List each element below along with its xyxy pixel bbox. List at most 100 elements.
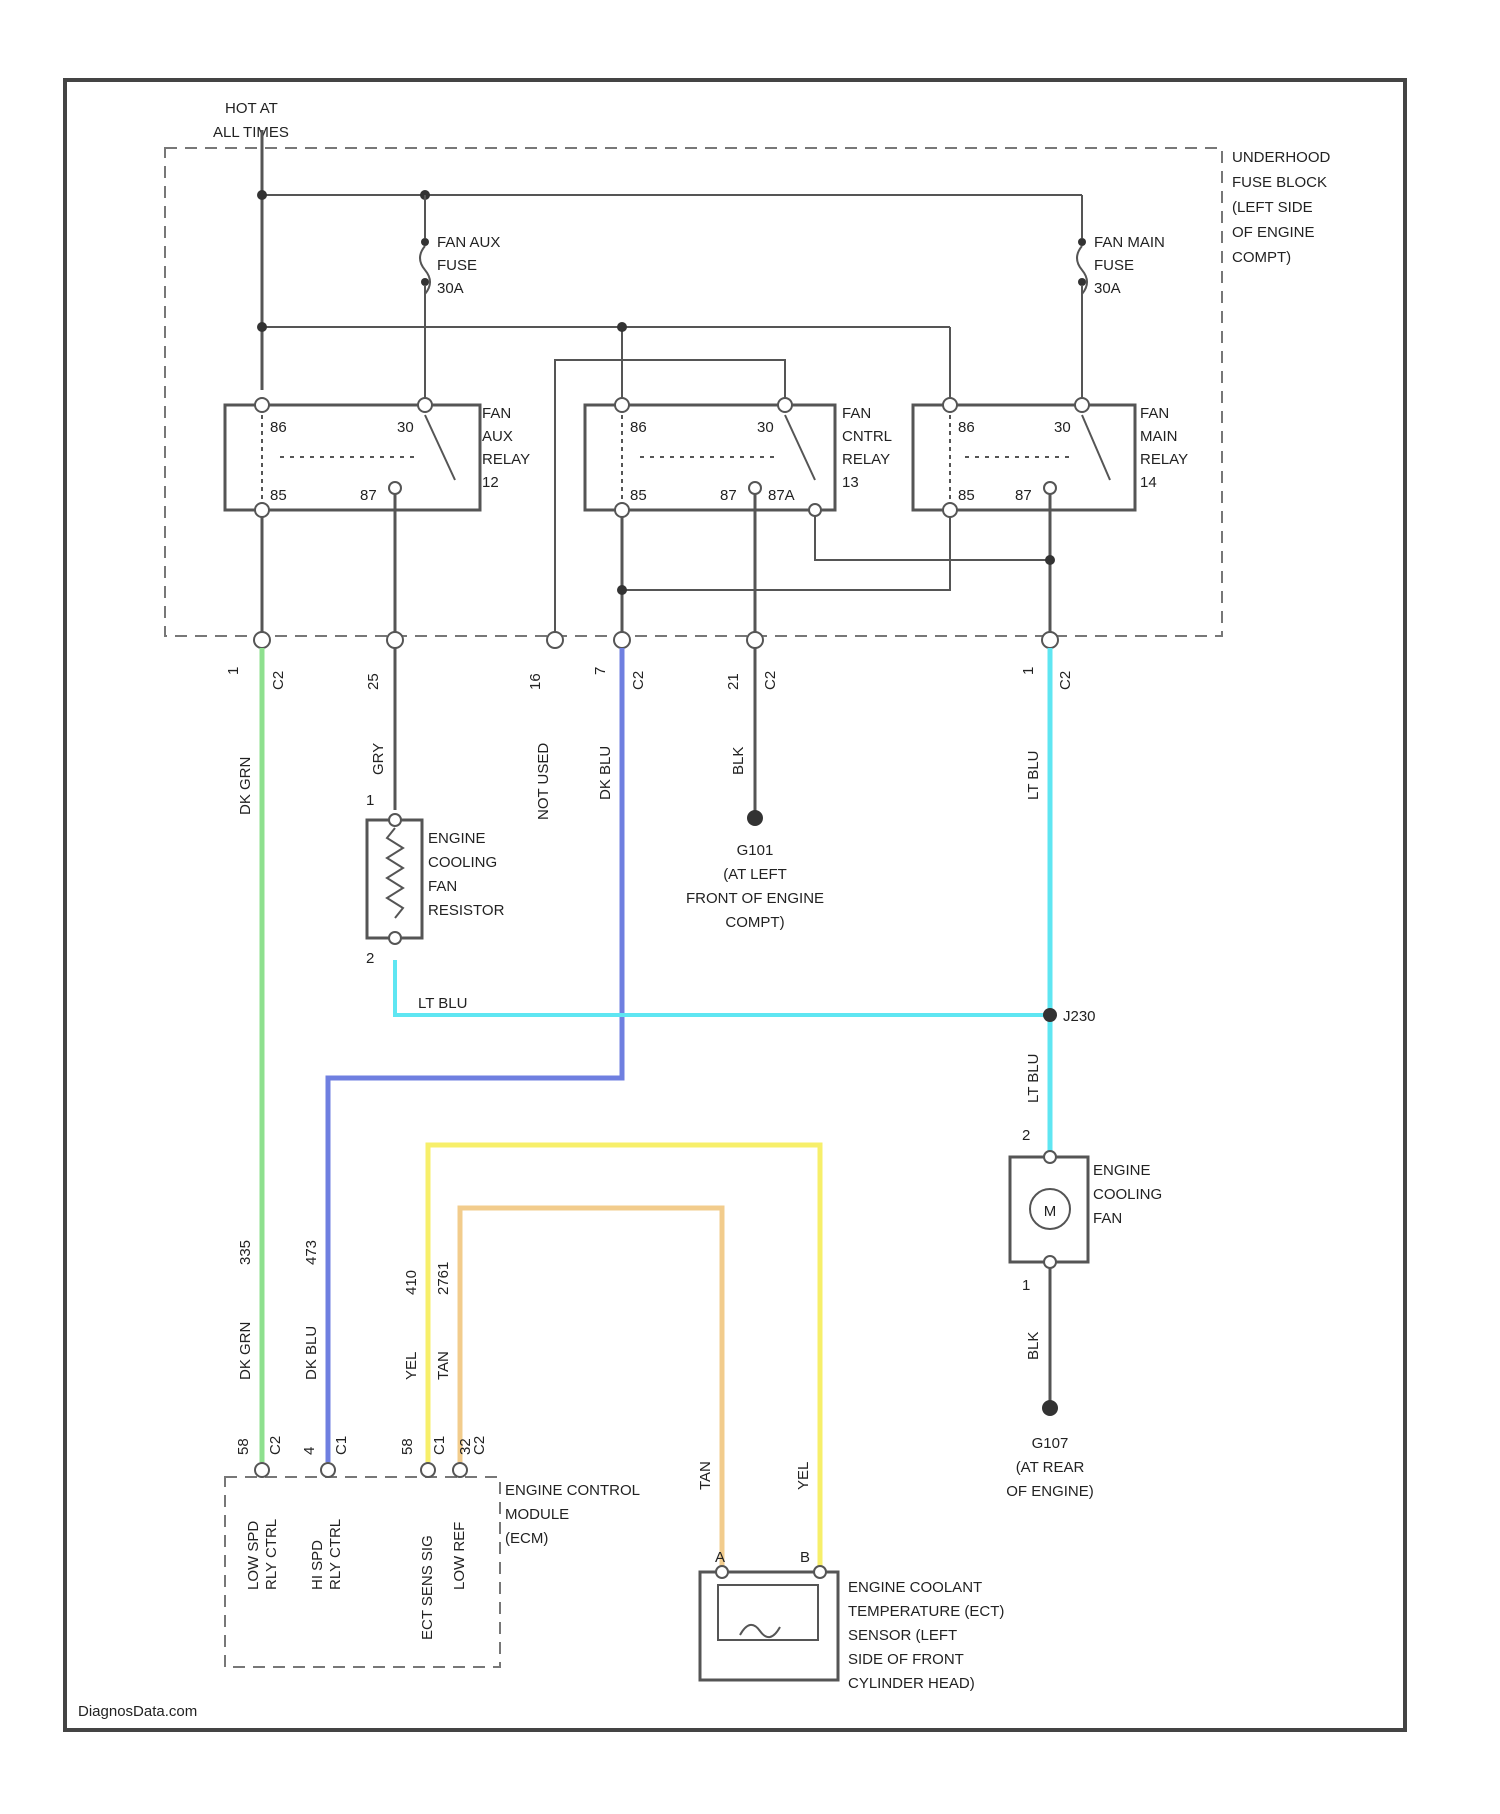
svg-text:HI SPD: HI SPD	[309, 1540, 326, 1590]
svg-text:LOW REF: LOW REF	[451, 1522, 468, 1590]
wire-tan	[460, 1208, 722, 1572]
svg-text:335: 335	[237, 1240, 254, 1265]
svg-text:86: 86	[630, 419, 647, 436]
svg-text:C2: C2	[267, 1436, 284, 1455]
svg-text:COOLING: COOLING	[428, 854, 497, 871]
svg-text:(LEFT SIDE: (LEFT SIDE	[1232, 199, 1313, 216]
svg-text:OF ENGINE: OF ENGINE	[1232, 224, 1315, 241]
svg-text:YEL: YEL	[403, 1352, 420, 1380]
svg-text:C1: C1	[333, 1436, 350, 1455]
svg-text:DK GRN: DK GRN	[237, 757, 254, 815]
svg-text:COOLING: COOLING	[1093, 1186, 1162, 1203]
svg-text:G107: G107	[1032, 1435, 1069, 1452]
svg-text:7: 7	[592, 667, 609, 675]
svg-text:BLK: BLK	[1025, 1332, 1042, 1360]
svg-text:LT BLU: LT BLU	[1025, 1054, 1042, 1103]
wire-not-used: NOT USED	[535, 743, 552, 820]
fuse-block-connectors: 1 C2 25 16 7 C2 21 C2 1 C2	[225, 632, 1074, 690]
svg-text:30A: 30A	[437, 280, 464, 297]
svg-text:1: 1	[366, 792, 374, 809]
power-label-1: HOT AT	[225, 100, 278, 117]
svg-text:C2: C2	[471, 1436, 488, 1455]
svg-text:87: 87	[1015, 487, 1032, 504]
svg-text:ENGINE: ENGINE	[428, 830, 486, 847]
svg-text:RLY CTRL: RLY CTRL	[327, 1519, 344, 1590]
svg-text:2761: 2761	[435, 1262, 452, 1295]
fuse-block-label: UNDERHOOD FUSE BLOCK (LEFT SIDE OF ENGIN…	[1232, 149, 1331, 266]
svg-text:DK BLU: DK BLU	[597, 746, 614, 800]
svg-text:12: 12	[482, 474, 499, 491]
svg-text:25: 25	[365, 673, 382, 690]
svg-text:(AT REAR: (AT REAR	[1016, 1459, 1085, 1476]
fan-main-fuse: FAN MAIN FUSE 30A	[1077, 195, 1165, 400]
svg-text:LT BLU: LT BLU	[1025, 751, 1042, 800]
svg-text:1: 1	[1020, 667, 1037, 675]
svg-text:AUX: AUX	[482, 428, 513, 445]
svg-text:RESISTOR: RESISTOR	[428, 902, 505, 919]
svg-text:SIDE OF FRONT: SIDE OF FRONT	[848, 1651, 964, 1668]
svg-text:LOW SPD: LOW SPD	[245, 1521, 262, 1590]
svg-text:ECT SENS SIG: ECT SENS SIG	[419, 1535, 436, 1640]
svg-text:RELAY: RELAY	[1140, 451, 1188, 468]
svg-text:FAN: FAN	[428, 878, 457, 895]
svg-text:MODULE: MODULE	[505, 1506, 569, 1523]
svg-text:14: 14	[1140, 474, 1157, 491]
svg-text:ENGINE: ENGINE	[1093, 1162, 1151, 1179]
svg-text:TEMPERATURE (ECT): TEMPERATURE (ECT)	[848, 1603, 1004, 1620]
svg-text:ENGINE CONTROL: ENGINE CONTROL	[505, 1482, 640, 1499]
svg-text:CNTRL: CNTRL	[842, 428, 892, 445]
svg-text:CYLINDER HEAD): CYLINDER HEAD)	[848, 1675, 975, 1692]
svg-text:85: 85	[630, 487, 647, 504]
svg-text:TAN: TAN	[435, 1351, 452, 1380]
svg-text:4: 4	[301, 1447, 318, 1455]
fan-control-relay: 86 30 85 87 87A FAN CNTRL RELAY 13	[585, 398, 892, 517]
svg-text:C2: C2	[270, 671, 287, 690]
svg-text:(AT LEFT: (AT LEFT	[723, 866, 787, 883]
svg-text:FUSE: FUSE	[437, 257, 477, 274]
svg-text:C2: C2	[1057, 671, 1074, 690]
svg-text:13: 13	[842, 474, 859, 491]
splice-label: J230	[1063, 1008, 1096, 1025]
ecm-wire-labels: 335 DK GRN 473 DK BLU 410 YEL 2761 TAN T…	[237, 1240, 812, 1490]
fan-aux-relay: 86 30 85 87 FAN AUX RELAY 12	[225, 398, 530, 517]
svg-text:86: 86	[270, 419, 287, 436]
svg-text:1: 1	[225, 667, 242, 675]
svg-text:(ECM): (ECM)	[505, 1530, 548, 1547]
svg-text:87A: 87A	[768, 487, 795, 504]
svg-text:C2: C2	[630, 671, 647, 690]
svg-text:410: 410	[403, 1270, 420, 1295]
svg-text:COMPT): COMPT)	[725, 914, 784, 931]
svg-text:2: 2	[1022, 1127, 1030, 1144]
svg-text:LT BLU: LT BLU	[418, 995, 467, 1012]
svg-text:MAIN: MAIN	[1140, 428, 1178, 445]
svg-text:58: 58	[399, 1438, 416, 1455]
svg-text:16: 16	[527, 673, 544, 690]
svg-text:86: 86	[958, 419, 975, 436]
svg-text:85: 85	[958, 487, 975, 504]
svg-text:RLY CTRL: RLY CTRL	[263, 1519, 280, 1590]
svg-text:FUSE BLOCK: FUSE BLOCK	[1232, 174, 1327, 191]
svg-text:FRONT OF ENGINE: FRONT OF ENGINE	[686, 890, 824, 907]
watermark: DiagnosData.com	[78, 1703, 197, 1720]
ground-g107: G107 (AT REAR OF ENGINE)	[1006, 1435, 1094, 1500]
fan-aux-fuse: FAN AUX FUSE 30A	[420, 195, 500, 400]
svg-text:85: 85	[270, 487, 287, 504]
svg-text:87: 87	[720, 487, 737, 504]
svg-text:FAN: FAN	[842, 405, 871, 422]
svg-text:30: 30	[1054, 419, 1071, 436]
fuse-block-boundary	[165, 148, 1222, 636]
svg-text:FAN: FAN	[1140, 405, 1169, 422]
svg-text:DK GRN: DK GRN	[237, 1322, 254, 1380]
engine-cooling-fan: M 2 1 ENGINE COOLING FAN BLK	[1010, 1127, 1162, 1416]
svg-text:BLK: BLK	[730, 747, 747, 775]
svg-text:58: 58	[235, 1438, 252, 1455]
wire-gry: GRY	[370, 648, 395, 810]
svg-text:FAN AUX: FAN AUX	[437, 234, 500, 251]
ect-sensor: A B ENGINE COOLANT TEMPERATURE (ECT) SEN…	[700, 1549, 1004, 1692]
svg-text:C2: C2	[762, 671, 779, 690]
svg-text:YEL: YEL	[795, 1462, 812, 1490]
svg-text:OF ENGINE): OF ENGINE)	[1006, 1483, 1094, 1500]
svg-text:C1: C1	[431, 1436, 448, 1455]
svg-text:TAN: TAN	[697, 1461, 714, 1490]
